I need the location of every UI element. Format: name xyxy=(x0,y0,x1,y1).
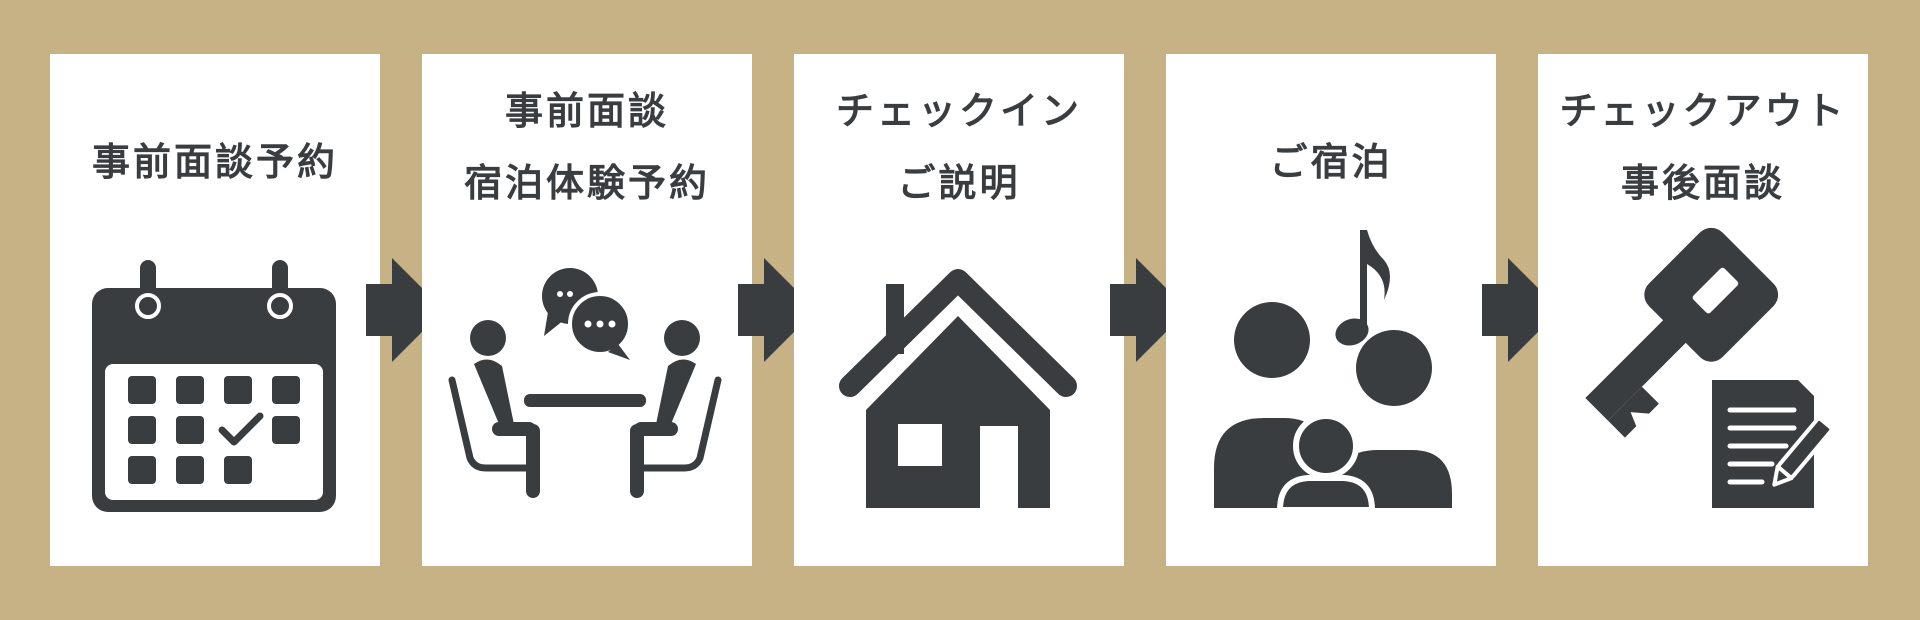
step-title: 事前面談予約 xyxy=(50,54,380,270)
step-card-4: ご宿泊 xyxy=(1166,54,1496,566)
house-icon xyxy=(839,269,1077,508)
family-music-icon xyxy=(1214,230,1452,513)
step-title: チェックイン ご説明 xyxy=(794,54,1124,240)
meeting-conversation-icon xyxy=(448,268,722,498)
step-card-3: チェックイン ご説明 xyxy=(794,54,1124,566)
step-title: 事前面談 宿泊体験予約 xyxy=(422,54,752,240)
calendar-check-icon xyxy=(92,260,336,512)
step-title-line: チェックイン xyxy=(835,89,1082,133)
flow-arrow xyxy=(738,258,816,362)
step-title-line: 事前面談予約 xyxy=(91,140,338,184)
flow-arrow xyxy=(1110,258,1188,362)
step-card-5: チェックアウト 事後面談 xyxy=(1538,54,1868,566)
step-title-line: 宿泊体験予約 xyxy=(463,161,710,205)
step-title-line: 事後面談 xyxy=(1620,161,1785,205)
step-title: ご宿泊 xyxy=(1166,54,1496,270)
step-card-1: 事前面談予約 xyxy=(50,54,380,566)
step-title: チェックアウト 事後面談 xyxy=(1538,54,1868,240)
step-title-line: ご説明 xyxy=(897,161,1021,205)
key-document-icon xyxy=(1585,227,1834,508)
flow-arrow xyxy=(366,258,444,362)
step-title-line: チェックアウト xyxy=(1559,89,1847,133)
step-card-2: 事前面談 宿泊体験予約 xyxy=(422,54,752,566)
step-title-line: ご宿泊 xyxy=(1269,140,1393,184)
step-title-line: 事前面談 xyxy=(504,89,669,133)
flow-arrow xyxy=(1482,258,1560,362)
